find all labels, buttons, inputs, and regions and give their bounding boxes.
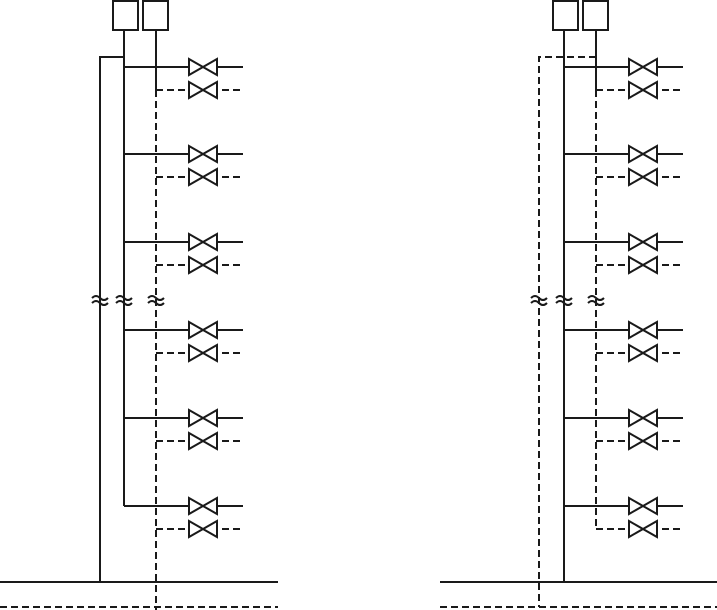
valve-icon	[188, 496, 218, 516]
valve-icon	[628, 57, 658, 77]
equipment-box	[582, 0, 609, 31]
valve-icon	[188, 80, 218, 100]
valve-icon	[188, 57, 218, 77]
valve-icon	[628, 167, 658, 187]
valve-icon	[628, 343, 658, 363]
dashed-return-riser	[538, 56, 596, 607]
valve-icon	[188, 431, 218, 451]
valve-icon	[628, 431, 658, 451]
valve-icon	[628, 519, 658, 539]
valve-icon	[628, 255, 658, 275]
pipe-break-icon	[530, 295, 548, 306]
pipe-break-icon	[587, 295, 605, 306]
valve-icon	[188, 167, 218, 187]
valve-icon	[188, 144, 218, 164]
equipment-box	[552, 0, 579, 31]
valve-icon	[628, 496, 658, 516]
valve-icon	[628, 232, 658, 252]
valve-icon	[628, 144, 658, 164]
valve-icon	[628, 320, 658, 340]
valve-icon	[188, 320, 218, 340]
equipment-box	[112, 0, 139, 31]
valve-icon	[628, 408, 658, 428]
valve-icon	[188, 232, 218, 252]
valve-icon	[188, 408, 218, 428]
valve-icon	[628, 80, 658, 100]
pipe-break-icon	[115, 295, 133, 306]
valve-icon	[188, 519, 218, 539]
valve-icon	[188, 343, 218, 363]
pipe-break-icon	[147, 295, 165, 306]
pipe-break-icon	[555, 295, 573, 306]
return-riser	[99, 56, 124, 582]
equipment-box	[142, 0, 169, 31]
valve-icon	[188, 255, 218, 275]
pipe-break-icon	[91, 295, 109, 306]
